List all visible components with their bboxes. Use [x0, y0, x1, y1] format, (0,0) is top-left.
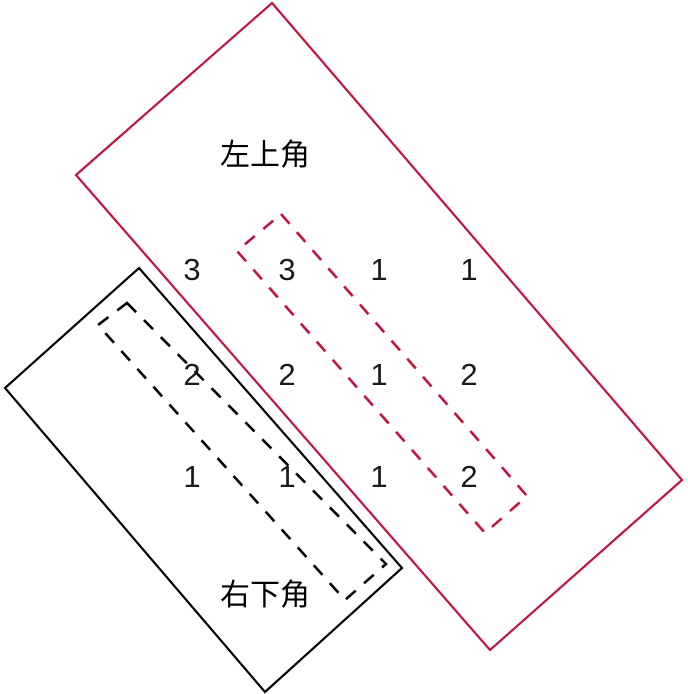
grid-cell-r2-c3: 1 [370, 357, 387, 392]
grid-cell-r3-c1: 1 [183, 459, 200, 494]
dashed-rectangles-group [96, 212, 529, 602]
black-solid-rectangle [3, 266, 404, 694]
top-left-corner-label: 左上角 [220, 138, 310, 173]
solid-rectangles-group [3, 1, 684, 694]
grid-cell-r1-c4: 1 [460, 252, 477, 287]
black-dashed-rectangle [96, 301, 388, 602]
grid-cell-r2-c4: 2 [460, 357, 477, 392]
grid-cell-r1-c1: 3 [183, 252, 200, 287]
grid-cell-r1-c3: 1 [370, 252, 387, 287]
number-grid: 3 3 1 1 2 2 1 2 1 1 1 2 [183, 252, 477, 494]
grid-cell-r2-c2: 2 [278, 357, 295, 392]
corner-labels-group: 左上角 右下角 [220, 138, 310, 613]
red-solid-rectangle [74, 1, 684, 652]
bottom-right-corner-label: 右下角 [220, 578, 310, 613]
grid-cell-r3-c4: 2 [460, 459, 477, 494]
grid-cell-r3-c3: 1 [370, 459, 387, 494]
grid-cell-r3-c2: 1 [278, 459, 295, 494]
grid-cell-r2-c1: 2 [183, 357, 200, 392]
red-dashed-rectangle [235, 212, 529, 535]
grid-cell-r1-c2: 3 [278, 252, 295, 287]
